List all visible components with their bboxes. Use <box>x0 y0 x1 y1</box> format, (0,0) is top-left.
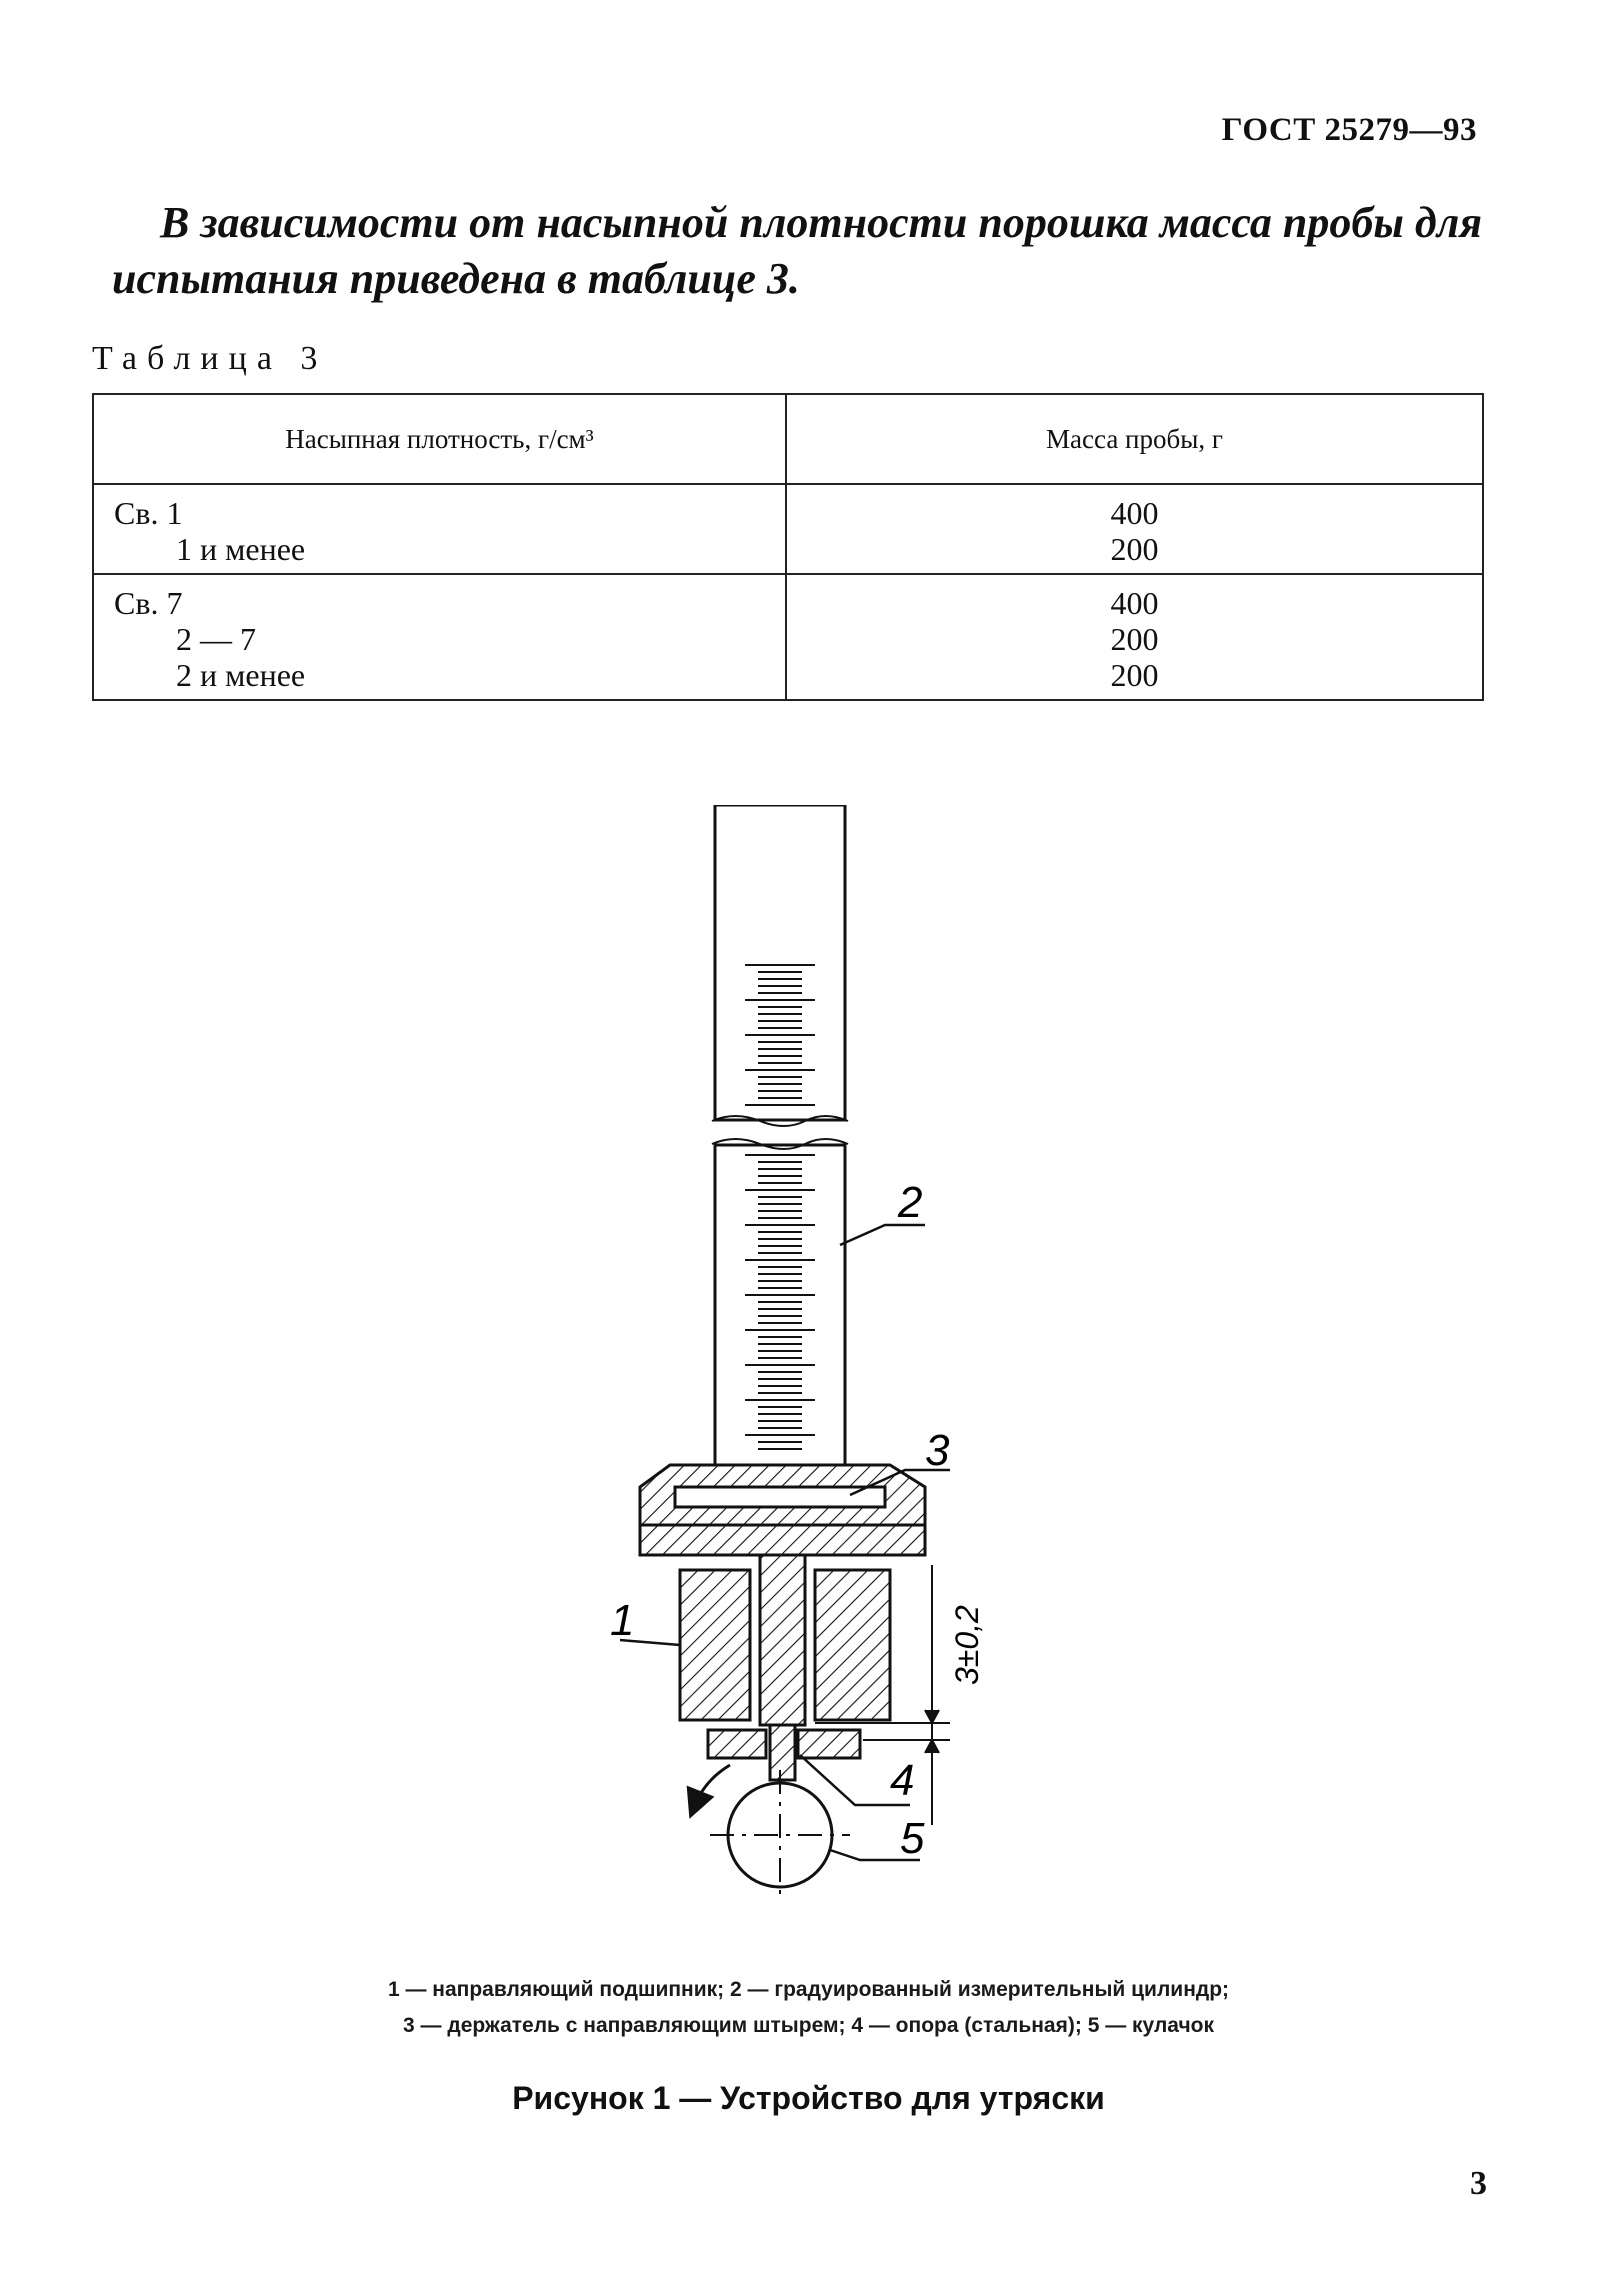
scale-ticks <box>745 964 815 1450</box>
table-header-row: Насыпная плотность, г/см³ Масса пробы, г <box>92 393 1484 485</box>
mass-value: 400 <box>1110 585 1159 621</box>
density-cell: Св. 1 1 и менее <box>92 483 787 575</box>
steel-support <box>706 1728 862 1760</box>
table-row: Св. 1 1 и менее 400 200 <box>92 483 1484 575</box>
tapping-device-figure: 2 3 1 4 5 3±0,2 <box>610 805 985 1900</box>
table-caption: Таблица 3 <box>92 340 328 377</box>
label-2: 2 <box>897 1178 922 1227</box>
label-3: 3 <box>925 1426 950 1475</box>
mass-cell: 400 200 <box>785 483 1484 575</box>
holder-with-guide-pin <box>638 1463 927 1782</box>
header-density: Насыпная плотность, г/см³ <box>92 393 787 485</box>
graduated-cylinder <box>711 805 849 1467</box>
density-value: Св. 1 <box>114 495 183 531</box>
density-value: Св. 7 <box>114 585 183 621</box>
label-4: 4 <box>890 1756 914 1805</box>
mass-value: 400 <box>1110 495 1159 531</box>
density-cell: Св. 7 2 — 7 2 и менее <box>92 573 787 701</box>
intro-line-2: испытания приведена в таблице 3. <box>112 254 800 303</box>
page-number: 3 <box>1470 2165 1487 2202</box>
density-value: 1 и менее <box>176 531 306 567</box>
dimension <box>815 1565 950 1825</box>
mass-value: 200 <box>1110 657 1159 693</box>
legend-line-1: 1 — направляющий подшипник; 2 — градуиро… <box>387 1978 1230 2001</box>
leader-lines <box>619 1223 950 1862</box>
mass-value: 200 <box>1110 531 1159 567</box>
figure-caption: Рисунок 1 — Устройство для утряски <box>512 2080 1105 2116</box>
cam <box>686 1763 850 1900</box>
mass-value: 200 <box>1110 621 1159 657</box>
guide-bearing <box>678 1568 892 1722</box>
mass-cell: 400 200 200 <box>785 573 1484 701</box>
density-value: 2 и менее <box>176 657 306 693</box>
mass-table: Насыпная плотность, г/см³ Масса пробы, г… <box>92 393 1484 701</box>
label-5: 5 <box>900 1814 925 1863</box>
figure-legend: 1 — направляющий подшипник; 2 — градуиро… <box>0 1972 1617 2044</box>
intro-paragraph: В зависимости от насыпной плотности поро… <box>112 195 1482 307</box>
intro-line-1: В зависимости от насыпной плотности поро… <box>160 198 1482 247</box>
dimension-label: 3±0,2 <box>949 1605 985 1685</box>
document-code: ГОСТ 25279—93 <box>1221 112 1477 148</box>
header-mass: Масса пробы, г <box>785 393 1484 485</box>
table-row: Св. 7 2 — 7 2 и менее 400 200 200 <box>92 573 1484 701</box>
legend-line-2: 3 — держатель с направляющим штырем; 4 —… <box>403 2014 1214 2037</box>
label-1: 1 <box>610 1596 634 1645</box>
density-value: 2 — 7 <box>176 621 256 657</box>
